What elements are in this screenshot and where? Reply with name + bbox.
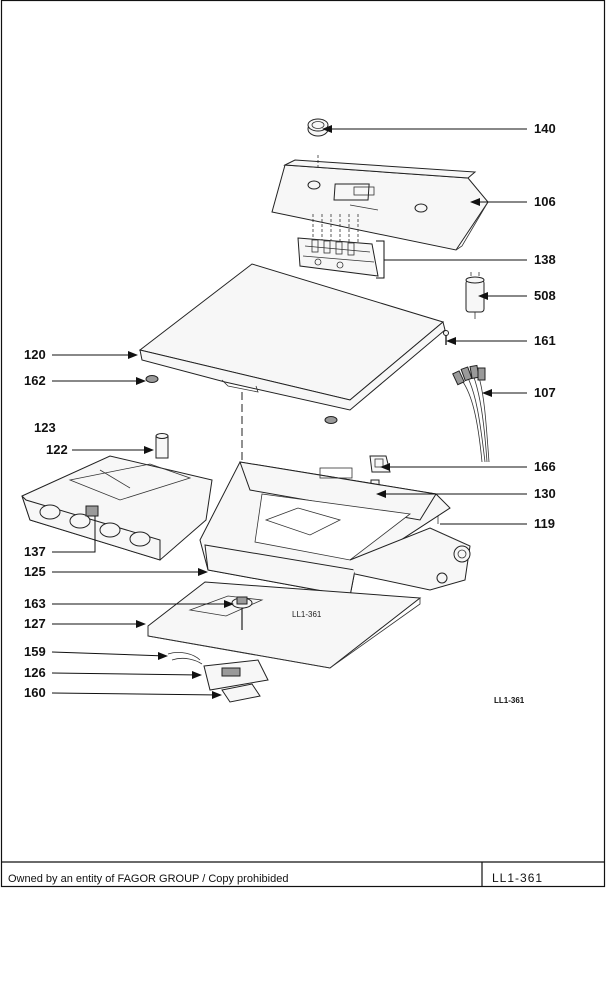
part-wiring-harness — [452, 364, 490, 463]
callout-123: 123 — [34, 420, 56, 435]
callout-163: 163 — [24, 596, 46, 611]
callout-127: 127 — [24, 616, 46, 631]
part-filter-cap — [221, 683, 261, 703]
callout-166: 166 — [534, 459, 556, 474]
callout-130: 130 — [534, 486, 556, 501]
callout-159: 159 — [24, 644, 46, 659]
part-control-panel — [271, 155, 489, 251]
part-screw — [443, 330, 449, 345]
leader-lines — [51, 128, 527, 696]
footer-drawing-code: LL1-361 — [492, 871, 543, 885]
callout-140: 140 — [534, 121, 556, 136]
callout-107: 107 — [534, 385, 556, 400]
part-pressure-valve — [231, 596, 253, 630]
callout-138: 138 — [534, 252, 556, 267]
part-rear-frame — [349, 527, 471, 591]
callout-161: 161 — [534, 333, 556, 348]
callout-122: 122 — [46, 442, 68, 457]
callout-125: 125 — [24, 564, 46, 579]
part-electronic-board — [297, 214, 379, 277]
callout-labels: 140 106 138 508 161 120 162 107 123 122 … — [24, 121, 556, 700]
part-filter-housing — [203, 659, 269, 691]
part-foot-pad — [145, 375, 338, 424]
callout-162: 162 — [24, 373, 46, 388]
part-detergent-dispenser — [21, 455, 213, 561]
callout-106: 106 — [534, 194, 556, 209]
part-cabinet — [199, 461, 451, 597]
part-hinge-pin — [155, 433, 169, 459]
callout-160: 160 — [24, 685, 46, 700]
part-top-lid — [138, 263, 446, 411]
callout-508: 508 — [534, 288, 556, 303]
callout-119: 119 — [534, 516, 555, 531]
part-knob — [307, 118, 329, 137]
callout-120: 120 — [24, 347, 46, 362]
callout-126: 126 — [24, 665, 46, 680]
callout-137: 137 — [24, 544, 46, 559]
part-base-plate — [147, 581, 422, 669]
page-frame — [0, 0, 606, 888]
leader-arrowheads — [128, 125, 492, 699]
footer-owner-text: Owned by an entity of FAGOR GROUP / Copy… — [8, 873, 288, 885]
drawing-ref-inner: LL1-361 — [292, 610, 322, 619]
drawing-ref-corner: LL1-361 — [494, 696, 525, 705]
part-drain-strip — [167, 652, 203, 665]
